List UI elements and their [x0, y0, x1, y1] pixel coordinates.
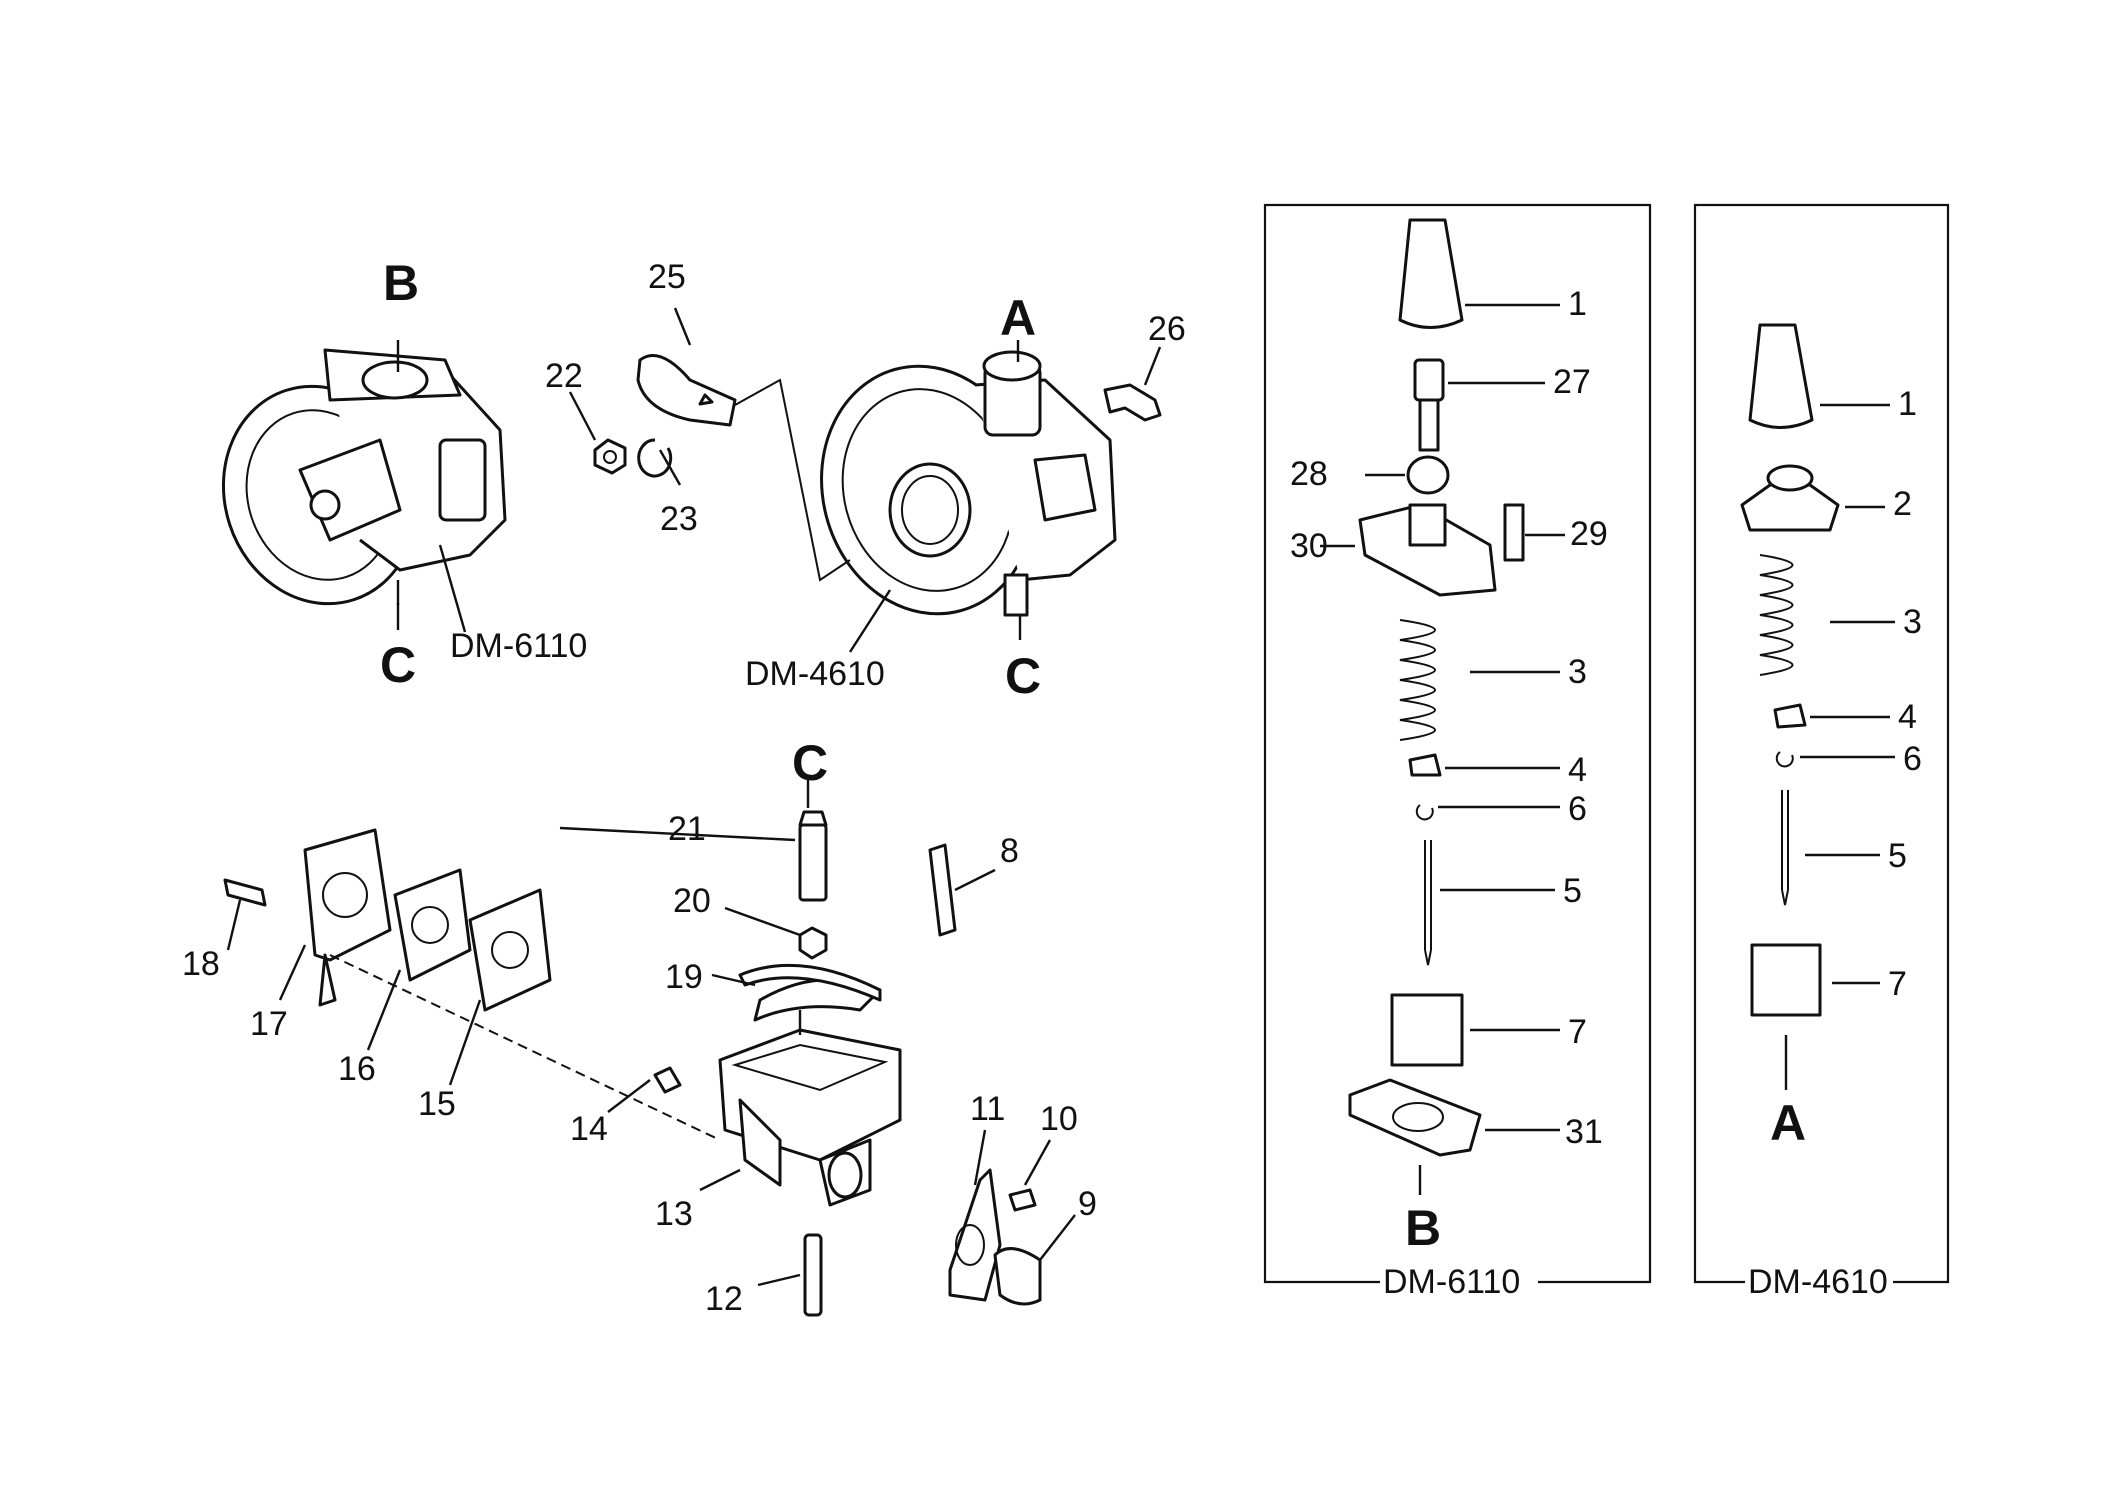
box-right-callout-3: 3 — [1903, 603, 1922, 641]
box-right-label-A: A — [1770, 1095, 1806, 1151]
callout-15: 15 — [418, 1085, 456, 1123]
box-left-callout-5: 5 — [1563, 872, 1582, 910]
body-dm4610-drawing — [820, 350, 1117, 617]
callout-19: 19 — [665, 958, 703, 996]
model-label-dm6110: DM-6110 — [450, 627, 587, 665]
callouts-main: 25 26 22 23 21 8 20 19 18 17 16 15 14 13… — [182, 255, 1186, 1318]
box-left-callout-3: 3 — [1568, 653, 1587, 691]
model-label-dm4610: DM-4610 — [745, 655, 885, 693]
box-right-callout-2: 2 — [1893, 485, 1912, 523]
callout-11: 11 — [970, 1090, 1005, 1128]
label-C-left: C — [380, 637, 416, 693]
callout-21: 21 — [668, 810, 706, 848]
callout-26: 26 — [1148, 310, 1186, 348]
small-parts-top — [593, 354, 1162, 582]
leader-lines-main — [226, 307, 1162, 1287]
callout-17: 17 — [250, 1005, 288, 1043]
callout-9: 9 — [1078, 1185, 1097, 1223]
box-right-callout-4: 4 — [1898, 698, 1917, 736]
body-dm6110-drawing — [221, 348, 507, 606]
callout-22: 22 — [545, 357, 583, 395]
box-right-model-label: DM-4610 — [1748, 1263, 1888, 1301]
box-left-callout-31: 31 — [1565, 1113, 1603, 1151]
box-left-callout-28: 28 — [1290, 455, 1328, 493]
box-left-callout-7: 7 — [1568, 1013, 1587, 1051]
callout-16: 16 — [338, 1050, 376, 1088]
box-left-label-B: B — [1405, 1200, 1441, 1256]
callout-20: 20 — [673, 882, 711, 920]
callout-25: 25 — [648, 258, 686, 296]
callout-8: 8 — [1000, 832, 1019, 870]
box-left-callout-30: 30 — [1290, 527, 1328, 565]
diaphragm-stack-drawing — [223, 828, 721, 1141]
box-right-callout-7: 7 — [1888, 965, 1907, 1003]
label-A-top: A — [1000, 290, 1036, 346]
box-dm6110: 1 27 28 29 30 3 4 6 5 7 31 B DM-6110 — [1263, 203, 1652, 1301]
box-left-callout-4: 4 — [1568, 751, 1587, 789]
callout-12: 12 — [705, 1280, 743, 1318]
callout-14: 14 — [570, 1110, 608, 1148]
box-dm4610: 1 2 3 4 6 5 7 A DM-4610 — [1693, 203, 1950, 1301]
callout-10: 10 — [1040, 1100, 1078, 1138]
box-left-callout-27: 27 — [1553, 363, 1591, 401]
label-C-center: C — [1005, 648, 1041, 704]
label-B-top: B — [383, 255, 419, 311]
carburetor-body-drawing — [653, 810, 1042, 1317]
label-C-bottom: C — [792, 735, 828, 791]
box-left-callout-1: 1 — [1568, 285, 1587, 323]
box-left-callout-29: 29 — [1570, 515, 1608, 553]
box-left-model-label: DM-6110 — [1383, 1263, 1520, 1301]
box-right-callout-5: 5 — [1888, 837, 1907, 875]
callout-23: 23 — [660, 500, 698, 538]
callout-13: 13 — [655, 1195, 693, 1233]
box-left-callout-6: 6 — [1568, 790, 1587, 828]
box-right-callout-6: 6 — [1903, 740, 1922, 778]
box-right-callout-1: 1 — [1898, 385, 1917, 423]
callout-18: 18 — [182, 945, 220, 983]
